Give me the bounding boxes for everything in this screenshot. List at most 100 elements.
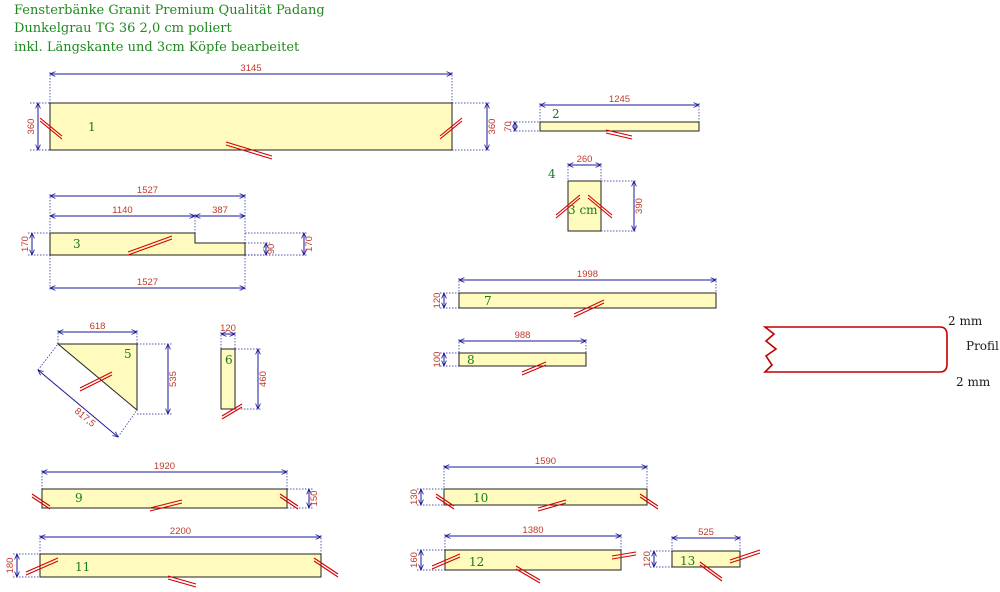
piece-3	[49, 232, 246, 256]
p10-mark-left-a	[435, 493, 455, 507]
p7-depth-text: 120	[432, 293, 443, 309]
p10-mark-right-a	[639, 493, 659, 507]
p7-label: 7	[484, 294, 492, 308]
p12-mark-right-a	[611, 551, 637, 557]
p12-mark-mid-b	[515, 568, 541, 584]
p13-length-text: 525	[698, 527, 714, 538]
p3-mark-a	[127, 235, 173, 253]
p1-depth-text: 360	[26, 119, 37, 135]
p3-depth-right-text: 170	[304, 236, 315, 252]
profile-detail	[762, 326, 948, 373]
p10-depth-text: 130	[409, 489, 420, 505]
p1-mark-right-b	[439, 120, 463, 140]
p5-diag-ext-a	[37, 343, 59, 371]
p5-right-text: 535	[168, 371, 179, 387]
p1-length-text: 3145	[240, 63, 261, 74]
p10-label: 10	[473, 491, 488, 505]
profile-top-note: 2 mm	[948, 314, 983, 328]
p9-mark-left-b	[31, 496, 51, 510]
header-line-3: inkl. Längskante und 3cm Köpfe bearbeite…	[14, 40, 300, 55]
pieces	[39, 102, 741, 578]
p9-length-text: 1920	[154, 461, 175, 472]
p3-mark-b	[127, 238, 173, 256]
piece-8	[458, 352, 587, 367]
p6-label: 6	[225, 353, 233, 367]
p1-mark-bottom-b	[225, 144, 273, 160]
p10-mark-mid-a	[537, 499, 567, 509]
p8-mark-b	[521, 364, 547, 376]
p7-length-text: 1998	[577, 269, 598, 280]
p6-mark-a	[221, 403, 243, 417]
p12-mark-right-b	[611, 554, 637, 560]
p4-mark-left-a	[555, 194, 581, 216]
p13-mark-mid-b	[699, 564, 723, 582]
profile-outline	[762, 326, 948, 373]
profile-label: Profil	[966, 339, 999, 353]
p7-mark-a	[573, 299, 605, 315]
p6-mark-b	[221, 406, 243, 420]
p9-mark-right-b	[279, 496, 299, 510]
p10-mark-mid-b	[537, 502, 567, 512]
p5-diag-ext-b	[117, 409, 138, 438]
p2-mark-a	[605, 129, 633, 137]
p10-length-text: 1590	[535, 456, 556, 467]
p11-label: 11	[75, 560, 90, 574]
p5-label: 5	[124, 347, 132, 361]
p7-mark-b	[573, 302, 605, 318]
p8-depth-text: 100	[432, 352, 443, 368]
p13-mark-right-b	[729, 552, 761, 564]
p1-mark-right-a	[439, 117, 463, 137]
p5-diag-line	[38, 370, 118, 437]
p12-label: 12	[469, 555, 484, 569]
p13-label: 13	[680, 554, 695, 568]
p11-length-text: 2200	[170, 526, 191, 537]
p11-mark-right-a	[313, 557, 339, 575]
p11-mark-mid-a	[167, 575, 197, 585]
p10-mark-right-b	[639, 496, 659, 510]
p3-depth-left-text: 170	[20, 236, 31, 252]
p11-mark-right-b	[313, 560, 339, 578]
p5-mark-a	[79, 371, 113, 389]
p9-depth-text: 150	[309, 491, 320, 507]
p1-label: 1	[88, 120, 96, 134]
p8-label: 8	[467, 353, 475, 367]
p3-depth-step-text: 90	[266, 244, 277, 255]
p9-mark-mid-a	[149, 499, 183, 509]
p8-length-text: 988	[515, 330, 531, 341]
p13-depth-text: 120	[642, 551, 653, 567]
p11-mark-left-a	[25, 557, 59, 573]
p4-mark-right-b	[587, 197, 613, 219]
p1-mark-left-b	[39, 120, 63, 140]
p5-diag-text: 817,5	[72, 406, 97, 430]
p4-mark-left-b	[555, 197, 581, 219]
p3-seg1-text: 1140	[112, 205, 132, 216]
p3-seg2-text: 387	[212, 205, 228, 216]
p12-mark-mid-a	[515, 565, 541, 581]
profile-bottom-note: 2 mm	[956, 375, 991, 389]
p13-mark-mid-a	[699, 561, 723, 579]
p8-mark-a	[521, 361, 547, 373]
dimension-lines	[17, 74, 740, 577]
p4-mark-right-a	[587, 194, 613, 216]
p5-top-text: 618	[90, 321, 106, 332]
header-line-1: Fensterbänke Granit Premium Qualität Pad…	[14, 3, 325, 18]
header-line-2: Dunkelgrau TG 36 2,0 cm poliert	[14, 21, 232, 36]
p2-mark-b	[605, 132, 633, 140]
piece-6	[220, 348, 236, 410]
piece-10	[443, 488, 648, 506]
p11-depth-text: 180	[5, 558, 16, 574]
p6-width-text: 120	[220, 323, 236, 334]
p12-length-text: 1380	[522, 525, 543, 536]
p11-mark-left-b	[25, 560, 59, 576]
p11-mark-mid-b	[167, 578, 197, 588]
p9-mark-mid-b	[149, 502, 183, 512]
p6-height-text: 460	[258, 371, 269, 387]
p3-length-bottom-text: 1527	[137, 277, 158, 288]
p12-mark-left-b	[431, 556, 461, 570]
p9-mark-left-a	[31, 493, 51, 507]
p1-mark-left-a	[39, 117, 63, 137]
p4-width-text: 260	[577, 154, 593, 165]
p12-depth-text: 160	[409, 552, 420, 568]
p5-mark-b	[79, 374, 113, 392]
